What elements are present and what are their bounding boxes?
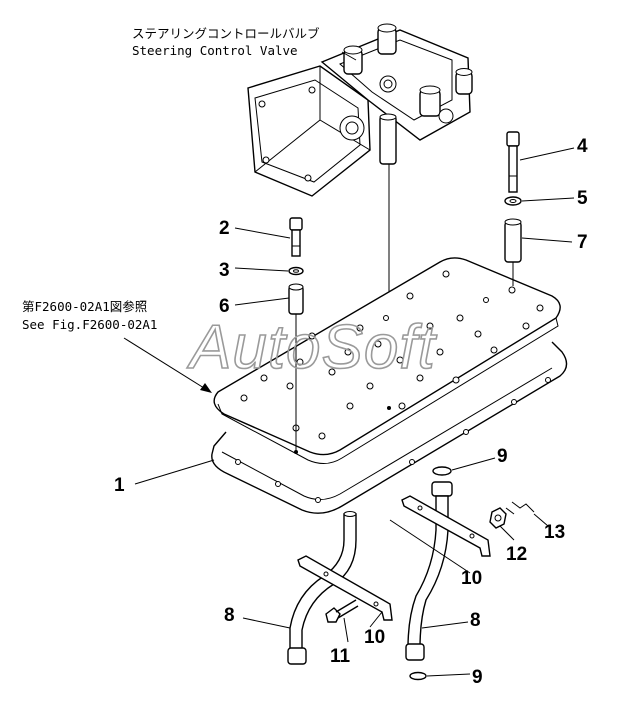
gasket [211,341,568,514]
spacer-6 [288,283,304,315]
callout-8-left: 8 [224,605,235,626]
callout-10-right: 10 [461,568,482,589]
ref-label-jp: 第F2600-02A1図参照 [22,299,147,314]
oring-9-bottom [409,671,427,681]
clamp-10-left [297,555,393,621]
bolt-11 [325,599,359,623]
callout-2: 2 [219,218,230,239]
callout-8-right: 8 [470,610,481,631]
oring-9-top [432,466,452,476]
clamp-10-right [401,495,491,557]
pipe-8-left [287,511,357,665]
bolt-4 [506,131,520,193]
callout-9-bottom: 9 [472,667,483,688]
callout-3: 3 [219,260,230,281]
pipe-8-right [405,481,453,661]
callout-6: 6 [219,296,230,317]
callout-1: 1 [114,475,125,496]
callout-7: 7 [577,232,588,253]
spacer-7 [504,218,522,263]
callout-4: 4 [577,136,588,157]
callout-5: 5 [577,188,588,209]
bolt-2 [289,217,303,257]
washer-3 [288,266,304,276]
callout-9-top: 9 [497,446,508,467]
callout-12: 12 [506,544,527,565]
leader-lines [123,51,575,677]
watermark: AutoSoft [186,313,438,382]
callout-10-left: 10 [364,627,385,648]
valve-label-en: Steering Control Valve [132,43,298,58]
washer-5 [504,196,522,206]
steering-control-valve [247,23,473,197]
valve-label-jp: ステアリングコントロールバルブ [132,26,320,41]
cover-plate [213,257,561,464]
nut-12 [489,507,507,529]
callout-11: 11 [330,646,351,667]
ref-label-en: See Fig.F2600-02A1 [22,317,157,332]
callout-13: 13 [544,522,565,543]
wire-13 [505,501,535,515]
